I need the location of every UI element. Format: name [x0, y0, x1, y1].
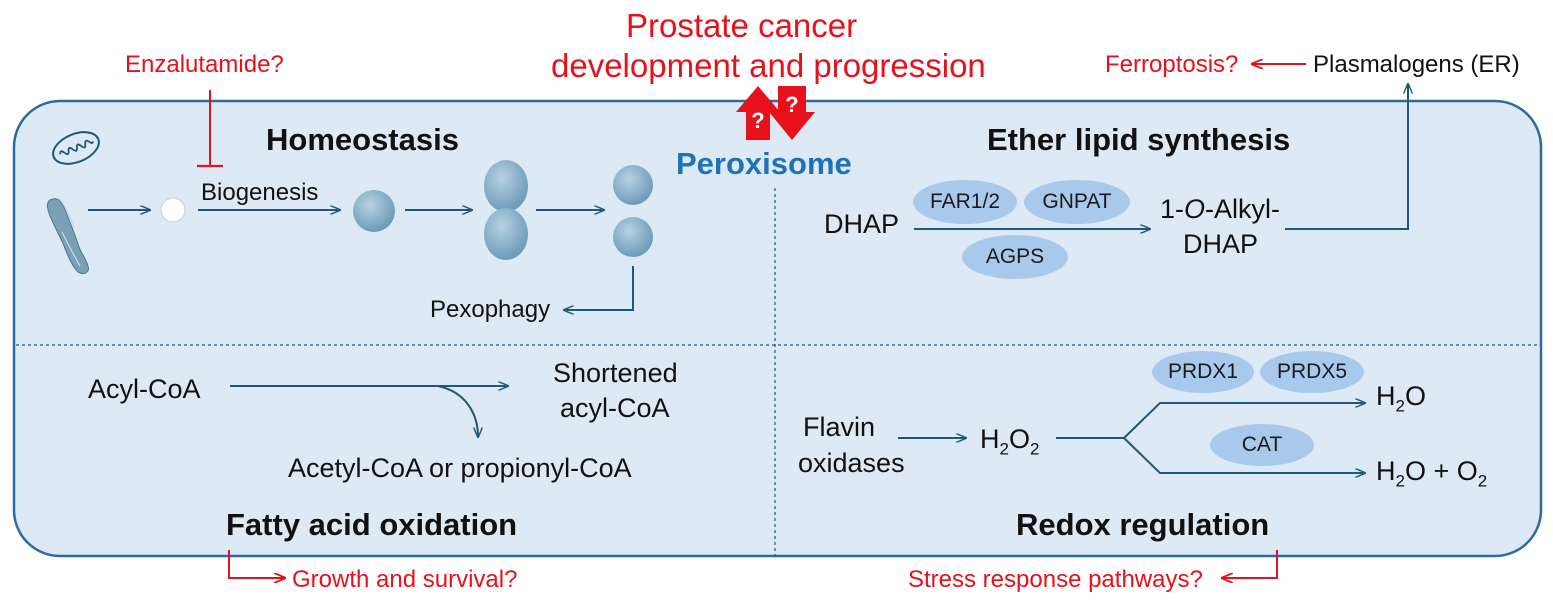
mitochondrion-icon: [52, 131, 100, 165]
h2o-upper-label: H2O: [1376, 381, 1426, 416]
alkyl-o: O: [1184, 194, 1206, 224]
homeostasis-heading: Homeostasis: [266, 122, 459, 157]
h2o2-sub1: 2: [999, 439, 1009, 459]
alkyl-suffix: -Alkyl-: [1205, 194, 1281, 224]
shortened-label: Shortened: [553, 358, 678, 388]
h2o-upper-sub: 2: [1395, 396, 1405, 416]
enzyme-prdx5: PRDX5: [1260, 351, 1364, 393]
redox-branch: [1056, 403, 1365, 439]
enzyme-agps: AGPS: [962, 235, 1068, 279]
ferroptosis-label: Ferroptosis?: [1105, 51, 1239, 78]
daughter-peroxisome-top: [613, 165, 653, 205]
redox-branch-lower: [1123, 437, 1365, 473]
question-mark-up: ?: [751, 108, 765, 133]
stress-response-label: Stress response pathways?: [908, 566, 1203, 593]
acyl-coa-product-label: acyl-CoA: [560, 393, 670, 423]
h2o2-sub2: 2: [1029, 439, 1040, 459]
title-line-2: development and progression: [551, 47, 986, 84]
biogenesis-label: Biogenesis: [201, 179, 319, 206]
enzyme-far1-2: FAR1/2: [913, 180, 1017, 224]
arrow-growth-survival: [228, 550, 285, 578]
h2o-upper-h: H: [1376, 381, 1396, 411]
acetyl-coa-label: Acetyl-CoA or propionyl-CoA: [288, 453, 632, 483]
daughter-peroxisome-bottom: [613, 217, 653, 257]
arrow-to-plasmalogens: [1285, 84, 1408, 230]
enzyme-cat: CAT: [1210, 424, 1314, 466]
arrow-side-product: [437, 385, 478, 437]
peroxisome-panel: [12, 99, 1543, 558]
alkyl-dhap-line-2: DHAP: [1183, 229, 1259, 259]
enzyme-gnpat: GNPAT: [1024, 180, 1130, 224]
endoplasmic-reticulum-icon: [46, 197, 89, 275]
arrow-stress-response: [1222, 550, 1278, 578]
enzalutamide-label: Enzalutamide?: [125, 51, 284, 78]
h2o2-h: H: [980, 424, 1000, 454]
question-mark-down: ?: [785, 92, 799, 117]
downward-question-arrow: [769, 86, 815, 140]
h2o2-label: H2O2: [980, 424, 1039, 459]
oxidases-label: oxidases: [798, 448, 905, 478]
peroxisome-label: Peroxisome: [676, 146, 852, 181]
h2o2-o: O: [1008, 424, 1030, 454]
h2o-o2-sub2: 2: [1477, 471, 1488, 491]
plasmalogens-label: Plasmalogens (ER): [1313, 51, 1520, 78]
upward-question-arrow: [736, 86, 780, 140]
title-line-1: Prostate cancer: [626, 7, 858, 44]
acyl-coa-label: Acyl-CoA: [88, 374, 201, 404]
alkyl-prefix: 1-: [1160, 194, 1185, 224]
h2o-o2-sub: 2: [1395, 471, 1405, 491]
enzyme-prdx1: PRDX1: [1152, 351, 1254, 393]
h2o-o2-h: H: [1376, 456, 1396, 486]
redox-heading: Redox regulation: [1016, 507, 1270, 542]
fatty-acid-heading: Fatty acid oxidation: [226, 507, 518, 542]
growth-survival-label: Growth and survival?: [292, 566, 518, 593]
h2o-upper-o: O: [1404, 381, 1426, 411]
pexophagy-label: Pexophagy: [430, 296, 551, 323]
arrow-pexophagy: [564, 266, 634, 310]
h2o-o2-tail: O + O: [1404, 456, 1478, 486]
dhap-label: DHAP: [824, 209, 900, 239]
dividing-peroxisome: [484, 160, 528, 260]
flavin-label: Flavin: [803, 412, 876, 442]
ether-lipid-heading: Ether lipid synthesis: [987, 122, 1291, 157]
mature-peroxisome: [353, 190, 395, 232]
alkyl-dhap-line-1: 1-O-Alkyl-: [1160, 194, 1280, 225]
h2o-o2-label: H2O + O2: [1376, 456, 1487, 491]
pre-peroxisome-vesicle: [160, 197, 186, 223]
